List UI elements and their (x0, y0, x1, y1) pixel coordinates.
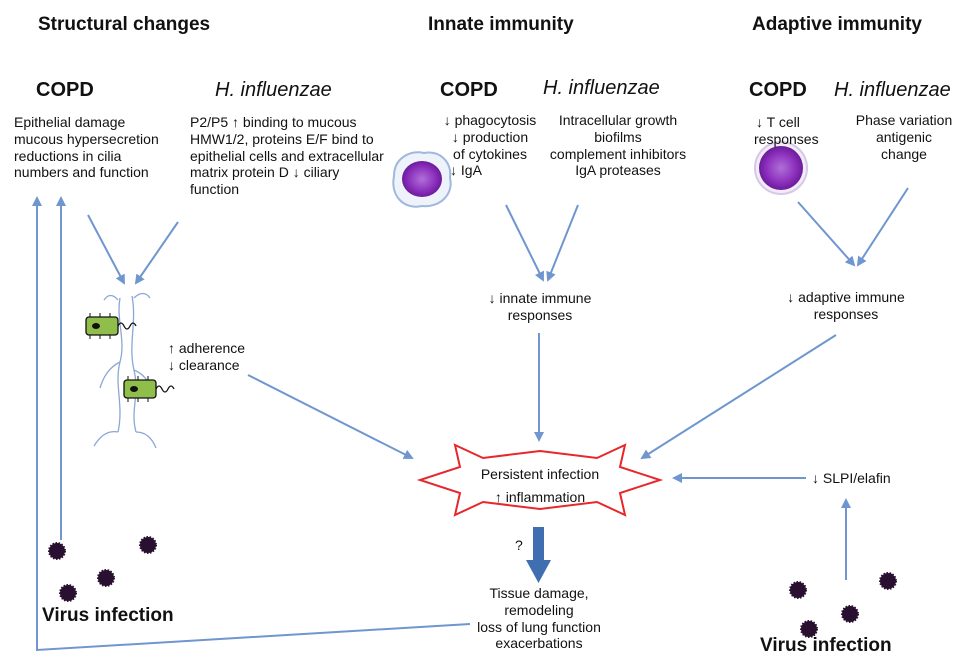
adaptive-result-text: ↓ adaptive immune responses (787, 289, 905, 322)
structural-effect-text: ↑ adherence ↓ clearance (168, 340, 246, 373)
virus-particles-right (789, 572, 897, 638)
structural-hinf-text: P2/P5 ↑ binding to mucous HMW1/2, protei… (190, 114, 384, 198)
adaptive-hinf-text: Phase variation antigenic change (855, 112, 953, 162)
header-innate-immunity: Innate immunity (428, 14, 574, 35)
question-mark: ? (515, 537, 523, 553)
structural-copd-label: COPD (36, 79, 94, 101)
arrow-adaptive-hinf (856, 187, 909, 267)
virus-infection-label-right: Virus infection (760, 635, 892, 656)
arrow-structural-to-star (247, 374, 414, 459)
arrow-adaptive-to-star (640, 334, 837, 460)
outcome-text: Tissue damage, remodeling loss of lung f… (477, 585, 601, 652)
adaptive-copd-text: ↓ T cell responses (754, 114, 819, 147)
virus-particles-left (48, 536, 157, 602)
bold-arrow-to-outcome (526, 527, 551, 583)
feedback-arrow-outcome (32, 196, 471, 652)
adaptive-copd-label: COPD (749, 79, 807, 101)
innate-hinf-label: H. influenzae (543, 77, 660, 99)
arrow-structural-copd (87, 214, 125, 285)
arrow-adaptive-copd (797, 201, 856, 267)
persistent-infection-text: Persistent infection ↑ inflammation (480, 466, 600, 505)
structural-copd-text: Epithelial damage mucous hypersecretion … (14, 114, 159, 181)
header-structural-changes: Structural changes (38, 14, 211, 35)
innate-result-text: ↓ innate immune responses (488, 290, 592, 323)
epithelium-illustration (93, 292, 157, 449)
innate-copd-label: COPD (440, 79, 498, 101)
slpi-elafin-text: ↓ SLPI/elafin (812, 470, 891, 486)
structural-hinf-label: H. influenzae (215, 79, 332, 101)
bacterium-lower (123, 376, 175, 402)
persistent-infection-star (416, 443, 664, 517)
innate-copd-text: ↓ phagocytosis ↓ production of cytokines… (443, 112, 537, 179)
innate-hinf-text: Intracellular growth biofilms complement… (549, 112, 687, 179)
virus-infection-label-left: Virus infection (42, 605, 174, 626)
arrow-structural-hinf (134, 221, 179, 285)
arrow-innate-hinf (546, 204, 579, 282)
arrow-innate-copd (505, 204, 544, 282)
bacterium-upper (85, 313, 137, 339)
header-adaptive-immunity: Adaptive immunity (752, 14, 922, 35)
phagocyte-cell-icon (392, 151, 452, 208)
adaptive-hinf-label: H. influenzae (834, 79, 951, 101)
t-cell-icon (754, 141, 808, 195)
